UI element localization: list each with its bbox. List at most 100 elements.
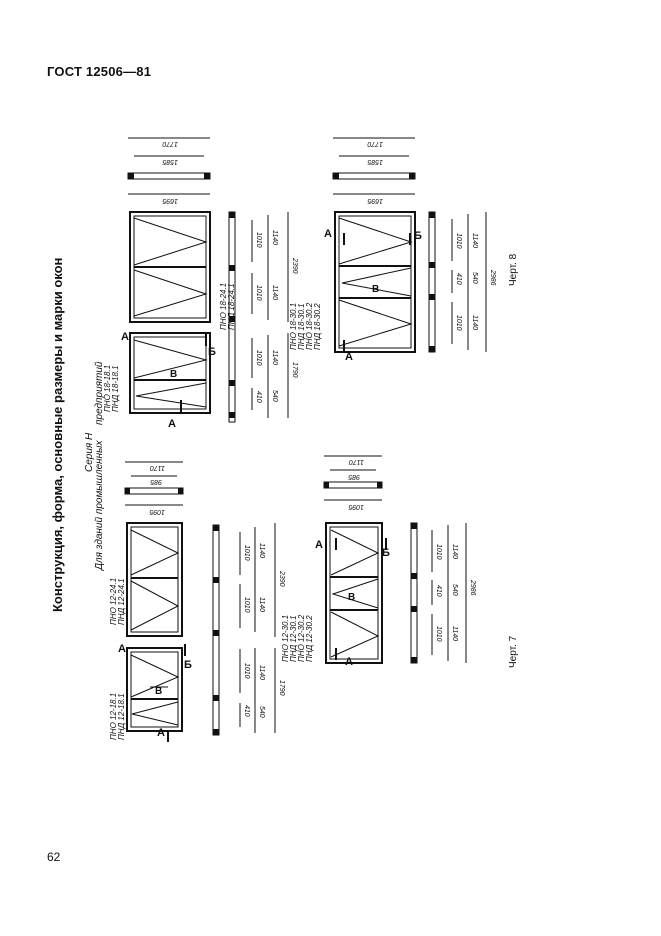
dim-1010-e: 1010: [435, 626, 442, 642]
dim-1140-i: 1140: [471, 233, 478, 248]
mark-18-18-b: ПНД 18-18.1: [111, 365, 120, 412]
dim-1770-18-30: 1770: [367, 140, 383, 147]
dim-1010-h: 1010: [255, 350, 262, 366]
dim-1790-a: 1790: [278, 680, 285, 696]
dim-1770-series-18: 1770: [162, 140, 178, 147]
dim-410-c: 410: [255, 391, 262, 403]
window-18-24-elevation: [129, 211, 211, 323]
cut-label-v-18-18: В: [170, 369, 177, 380]
window-12-30-plan-section: [323, 455, 383, 501]
dim-540-a: 540: [258, 706, 265, 718]
dim-1140-b: 1140: [258, 597, 265, 612]
dim-1585-18-30: 1585: [367, 158, 383, 165]
mark-12-30-a: ПНО 12-30.1: [281, 615, 290, 662]
window-18-30-plan-section: [332, 137, 416, 195]
window-12-plan-section: [124, 461, 184, 506]
section-title: Конструкция, форма, основные размеры и м…: [50, 258, 65, 612]
dim-1790-b: 1790: [291, 362, 298, 378]
mark-12-18-a: ПНО 12-18.1: [109, 693, 118, 740]
window-12-18-elevation: [126, 647, 183, 732]
dim-1010-i: 1010: [455, 233, 462, 249]
cut-label-v: В: [155, 686, 162, 697]
cut-label-b-12-30: Б: [382, 547, 390, 559]
mark-12-18-b: ПНД 12-18.1: [117, 693, 126, 740]
dim-1585-series-18: 1585: [162, 158, 178, 165]
dim-2986-b: 2986: [489, 269, 496, 286]
dim-410-b: 410: [435, 585, 442, 597]
dim-1140-j: 1140: [471, 315, 478, 330]
mark-18-30-d: ПНД 18-30.2: [313, 303, 322, 350]
mark-12-30-c: ПНО 12-30.2: [297, 614, 306, 662]
figure-8-caption: Черт. 8: [508, 253, 519, 286]
cut-label-v-18-30: В: [372, 284, 379, 295]
dim-1010-c: 1010: [243, 663, 250, 679]
mark-18-24-b: ПНД 18-24.1: [227, 283, 236, 330]
cut-label-a2-18-30: А: [345, 351, 353, 363]
vertical-section-18-18-24: [228, 211, 289, 423]
mark-12-24-a: ПНО 12-24.1: [109, 578, 118, 625]
purpose-label-line2: предприятий: [94, 361, 105, 425]
dim-1695-18-30: 1695: [367, 197, 383, 204]
window-18-30-elevation: [334, 211, 416, 353]
cut-label-a-18-18: А: [168, 418, 176, 430]
dim-1095-12-30: 1095: [348, 503, 364, 510]
cut-label-a2: А: [118, 643, 126, 655]
dim-1010-g: 1010: [255, 285, 262, 301]
purpose-label-line1: Для зданий промышленных: [94, 439, 105, 571]
dim-540-d: 540: [471, 272, 478, 284]
dim-540-b: 540: [451, 584, 458, 596]
cut-label-a-12-30: А: [315, 539, 323, 551]
dim-1695-series-18: 1695: [162, 197, 178, 204]
section-cut-marks-12-30: А Б В А: [315, 538, 390, 668]
mark-18-30-b: ПНД 18-30.1: [297, 303, 306, 350]
cut-label-v-12-30: В: [348, 592, 355, 603]
vertical-section-18-30: [428, 211, 487, 353]
dim-985-series-12: 985: [150, 478, 162, 485]
dim-2390-b: 2390: [291, 257, 298, 274]
dim-2390: 2390: [278, 570, 285, 587]
cut-label-a2-12-30: А: [345, 656, 353, 668]
dim-1140-c: 1140: [258, 665, 265, 680]
window-18-18-elevation: [129, 332, 211, 414]
section-cut-marks-18-30: А Б В А: [324, 228, 422, 363]
dim-1140-f: 1140: [271, 230, 278, 245]
dim-1010-f: 1010: [255, 232, 262, 248]
series-label: Серия Н: [84, 432, 95, 472]
dim-410-a: 410: [243, 705, 250, 717]
dim-985-12-30: 985: [348, 473, 360, 480]
dim-1140-h: 1140: [271, 350, 278, 365]
cut-label-b-18-30: Б: [414, 230, 422, 242]
dim-1140-e: 1140: [451, 626, 458, 641]
dim-1140-g: 1140: [271, 285, 278, 300]
dim-1010-b: 1010: [243, 597, 250, 613]
mark-18-18-a: ПНО 18-18.1: [103, 365, 112, 412]
document-header: ГОСТ 12506—81: [47, 64, 152, 79]
dim-1170-series-12: 1170: [150, 464, 165, 471]
dim-1140-a: 1140: [258, 543, 265, 558]
dim-1170-12-30: 1170: [349, 458, 364, 465]
mark-12-30-b: ПНД 12-30.1: [289, 615, 298, 662]
mark-12-30-d: ПНД 12-30.2: [305, 615, 314, 662]
cut-label-a2-18-18: А: [121, 331, 129, 343]
cut-label-a: А: [157, 727, 165, 739]
mark-12-24-b: ПНД 12-24.1: [117, 578, 126, 625]
cut-label-a-18-30: А: [324, 228, 332, 240]
dim-1140-d: 1140: [451, 544, 458, 559]
cut-label-b-18-18: Б: [208, 346, 216, 358]
mark-18-24-a: ПНО 18-24.1: [219, 283, 228, 330]
figure-7-caption: Черт. 7: [508, 635, 519, 668]
vertical-section-12-18-24: [212, 523, 276, 736]
window-12-30-elevation: [325, 522, 383, 664]
dim-1010-d: 1010: [435, 544, 442, 560]
vertical-section-12-30: [410, 522, 467, 664]
mark-18-30-a: ПНО 18-30.1: [289, 303, 298, 350]
dim-1095-series-12: 1095: [149, 508, 165, 515]
dim-1010-j: 1010: [455, 315, 462, 331]
page-number: 62: [47, 850, 61, 864]
cut-label-b: Б: [184, 659, 192, 671]
section-cut-marks-12-18: А А Б В: [118, 643, 192, 742]
window-12-24-elevation: [126, 522, 183, 637]
window-18-plan-section: [127, 137, 211, 195]
dim-1010-a: 1010: [243, 545, 250, 561]
